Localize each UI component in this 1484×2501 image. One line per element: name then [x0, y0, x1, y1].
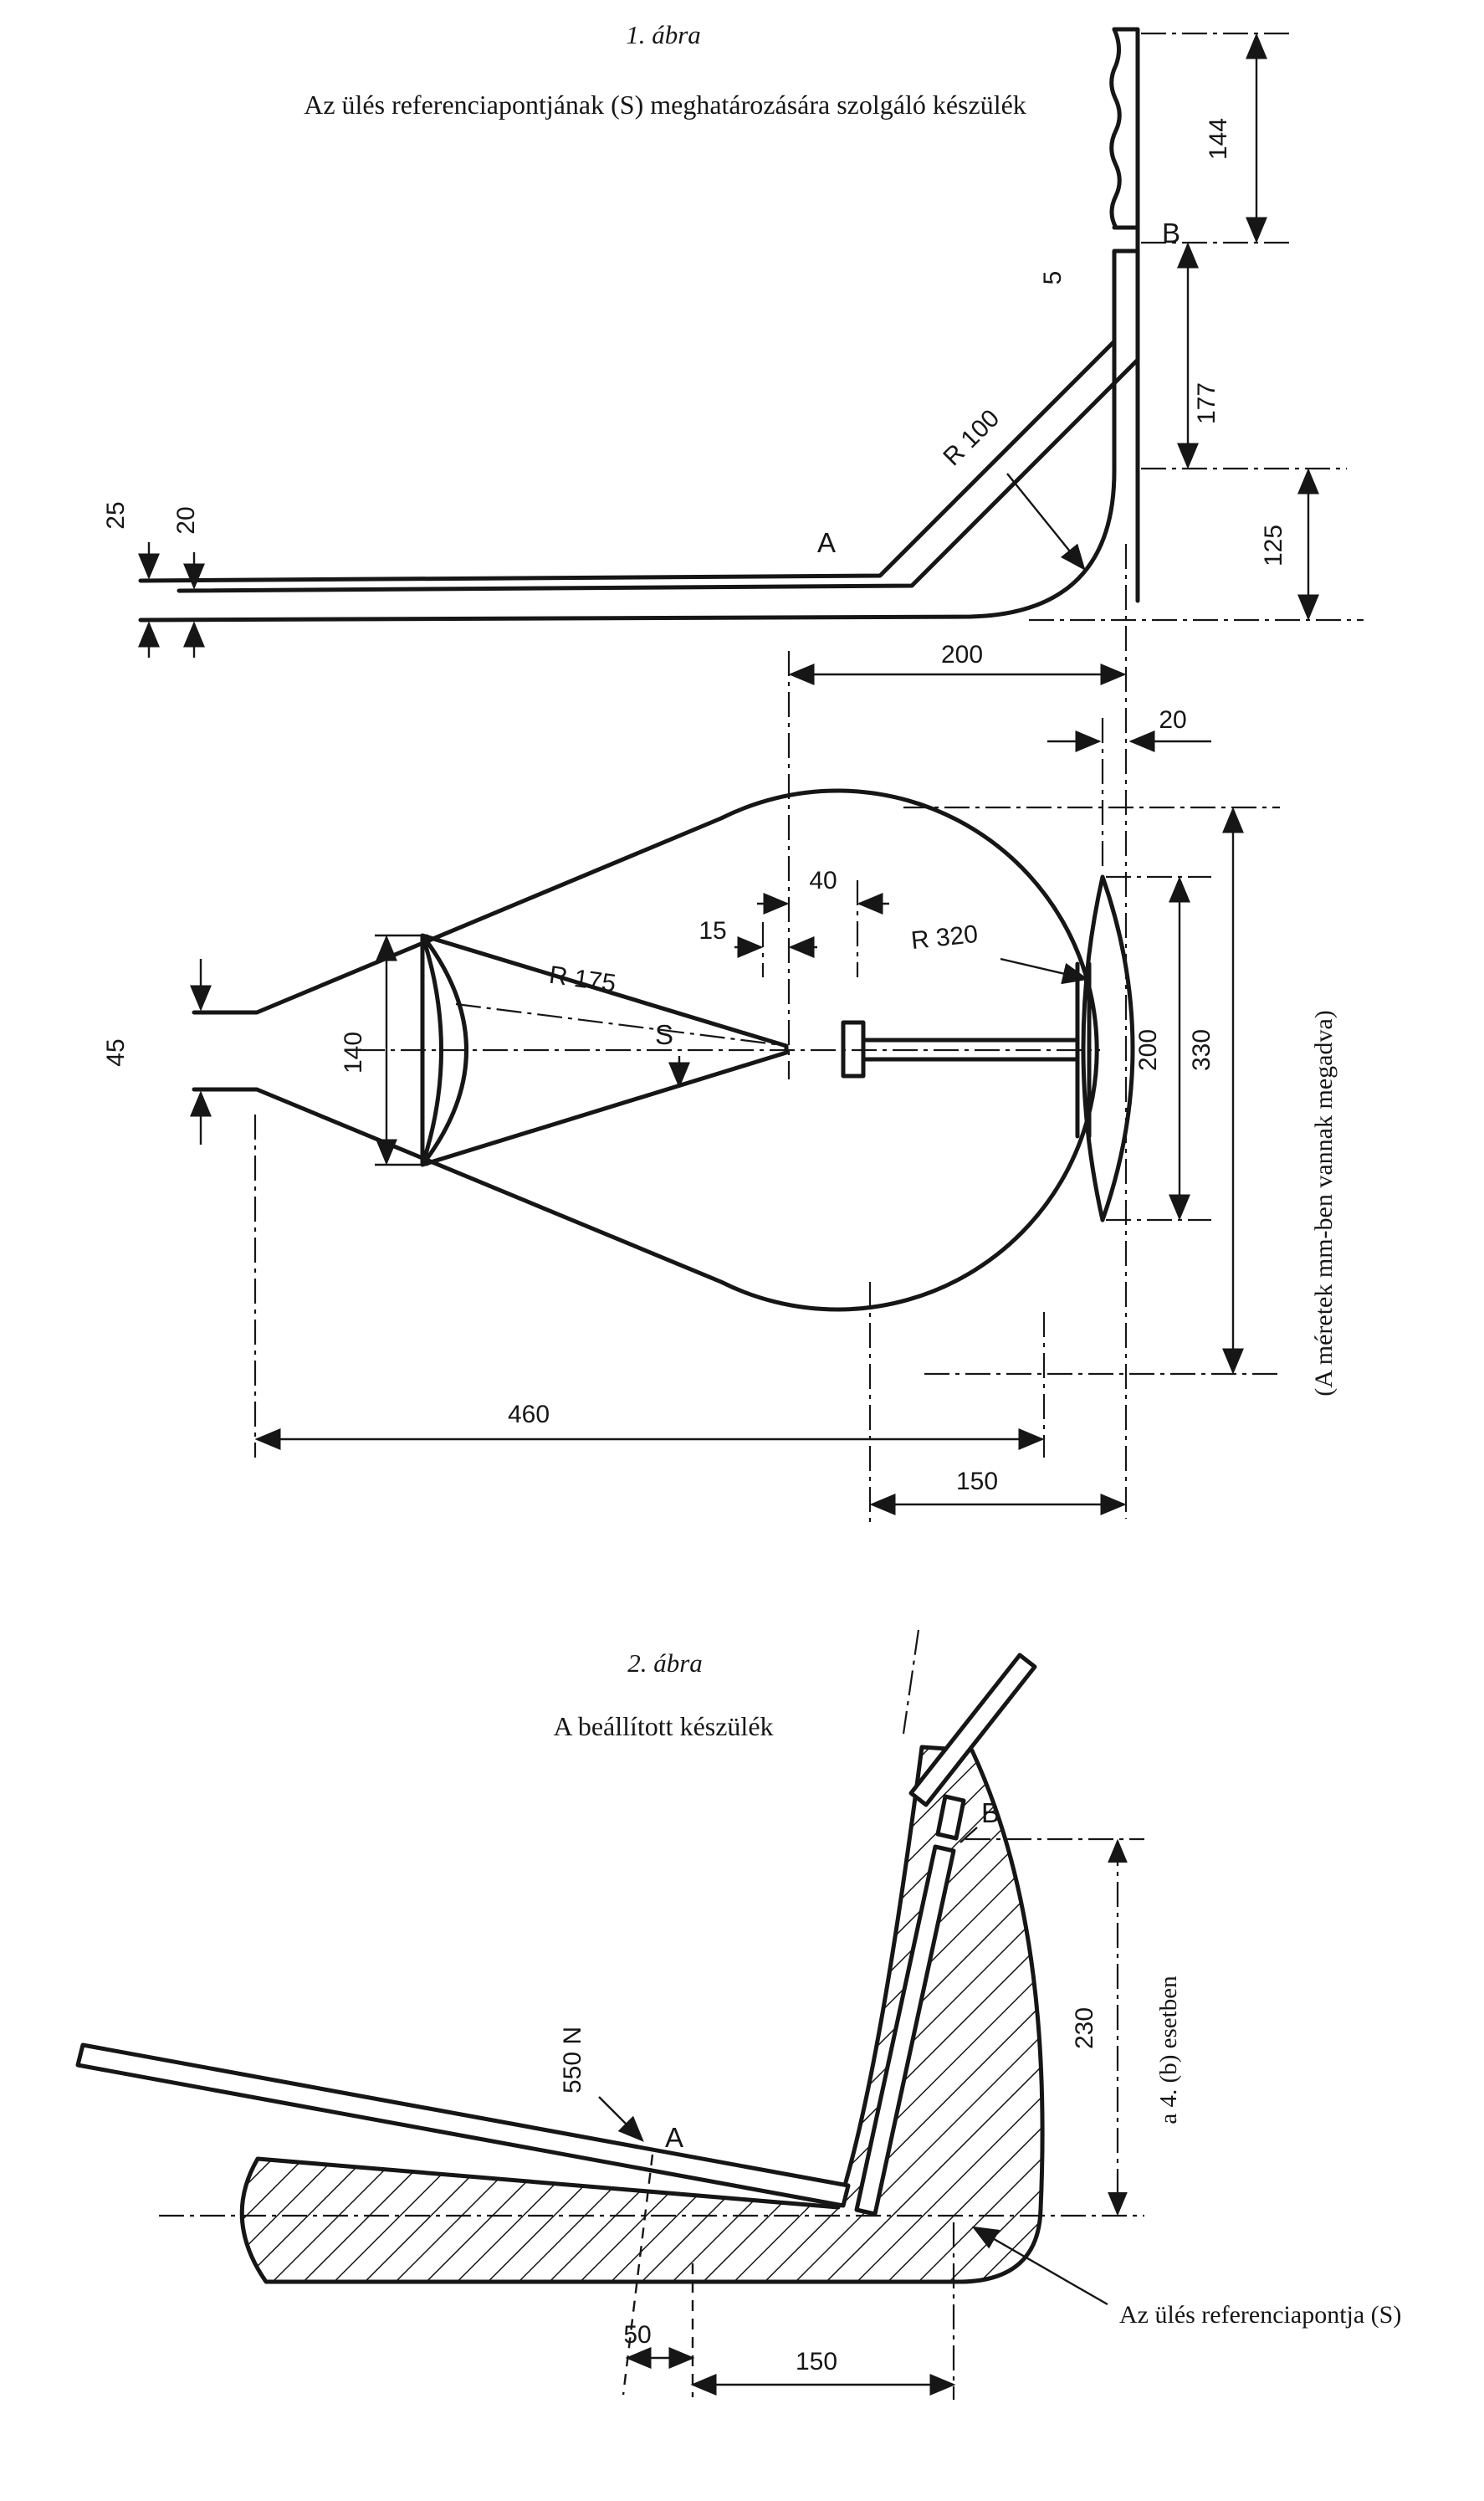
- fig1-dim-25-text: 25: [102, 501, 130, 529]
- fig2-force-text: 550 N: [559, 2027, 586, 2094]
- fig1-dim-460-text: 460: [508, 1401, 550, 1428]
- fig1-back-bar-broken-edge: [1109, 27, 1122, 230]
- fig2-case-note: a 4. (b) esetben: [1155, 1976, 1182, 2124]
- fig1-dim-20-right-text: 20: [1159, 706, 1186, 734]
- figure1-title: 1. ábra: [626, 20, 701, 49]
- fig1-dim-125-text: 125: [1260, 525, 1287, 566]
- fig1-dim-150-text: 150: [956, 1468, 998, 1495]
- fig1-dim-5-text: 5: [1039, 271, 1067, 285]
- fig2-backrest-plank-upper-segment: [935, 1794, 966, 1841]
- fig1-unit-note: (A méretek mm-ben vannak megadva): [1310, 1010, 1338, 1396]
- figure1: 1. ábra Az ülés referenciapontjának (S) …: [102, 20, 1364, 1523]
- fig1-dim-177-text: 177: [1193, 382, 1220, 424]
- figure1-subtitle: Az ülés referenciapontjának (S) meghatár…: [304, 90, 1026, 120]
- fig2-force-arrow: [598, 2096, 644, 2142]
- figure2-subtitle: A beállított készülék: [553, 1711, 773, 1741]
- fig2-point-b-label: B: [981, 1797, 1000, 1828]
- fig1-dim-200-top-text: 200: [941, 641, 983, 669]
- fig2-seat-cross-section: [239, 1745, 1045, 2284]
- fig2-dim-50-text: 50: [623, 2321, 651, 2349]
- fig1-r175-text: R 175: [547, 961, 617, 998]
- fig1-dim-330-text: 330: [1188, 1029, 1215, 1071]
- fig1-dim-20-left-text: 20: [172, 506, 200, 534]
- fig2-dim-230-text: 230: [1071, 2007, 1098, 2049]
- fig2-dim-150-text: 150: [796, 2348, 837, 2375]
- figure2: 2. ábra A beállított készülék 550 N A B …: [75, 1629, 1401, 2400]
- fig1-r100-leader-arrow: [1006, 473, 1086, 571]
- figure2-title: 2. ábra: [627, 1648, 703, 1678]
- fig1-dim-144-text: 144: [1205, 118, 1232, 160]
- fig2-centerlines: [159, 1629, 1144, 2400]
- fig2-seat-pan-plank: [75, 2042, 851, 2208]
- fig1-point-a-label: A: [817, 527, 836, 558]
- fig2-b-leader: [959, 1827, 978, 1843]
- fig2-ref-point-text: Az ülés referenciapontja (S): [1119, 2301, 1401, 2329]
- fig2-backrest-plank: [854, 1844, 956, 2217]
- fig2-ref-point-arrow: [971, 2226, 1108, 2306]
- fig2-point-a-label: A: [665, 2122, 683, 2153]
- fig1-r320-leader-arrow: [1000, 957, 1089, 985]
- fig1-dim-15-text: 15: [699, 917, 726, 945]
- fig1-r320-text: R 320: [909, 920, 979, 955]
- fig1-centerlines: [253, 32, 1364, 1523]
- fig1-dim-140-text: 140: [340, 1032, 367, 1074]
- fig1-dim-200-pad-text: 200: [1134, 1029, 1162, 1071]
- fig1-point-b-label: B: [1162, 218, 1180, 249]
- fig1-point-s-label: S: [655, 1019, 673, 1050]
- fig1-dim-45-text: 45: [102, 1038, 130, 1066]
- fig2-head-plank: [908, 1653, 1037, 1807]
- fig1-dim-40-text: 40: [809, 867, 837, 894]
- fig1-side-view-outline: [138, 27, 1140, 623]
